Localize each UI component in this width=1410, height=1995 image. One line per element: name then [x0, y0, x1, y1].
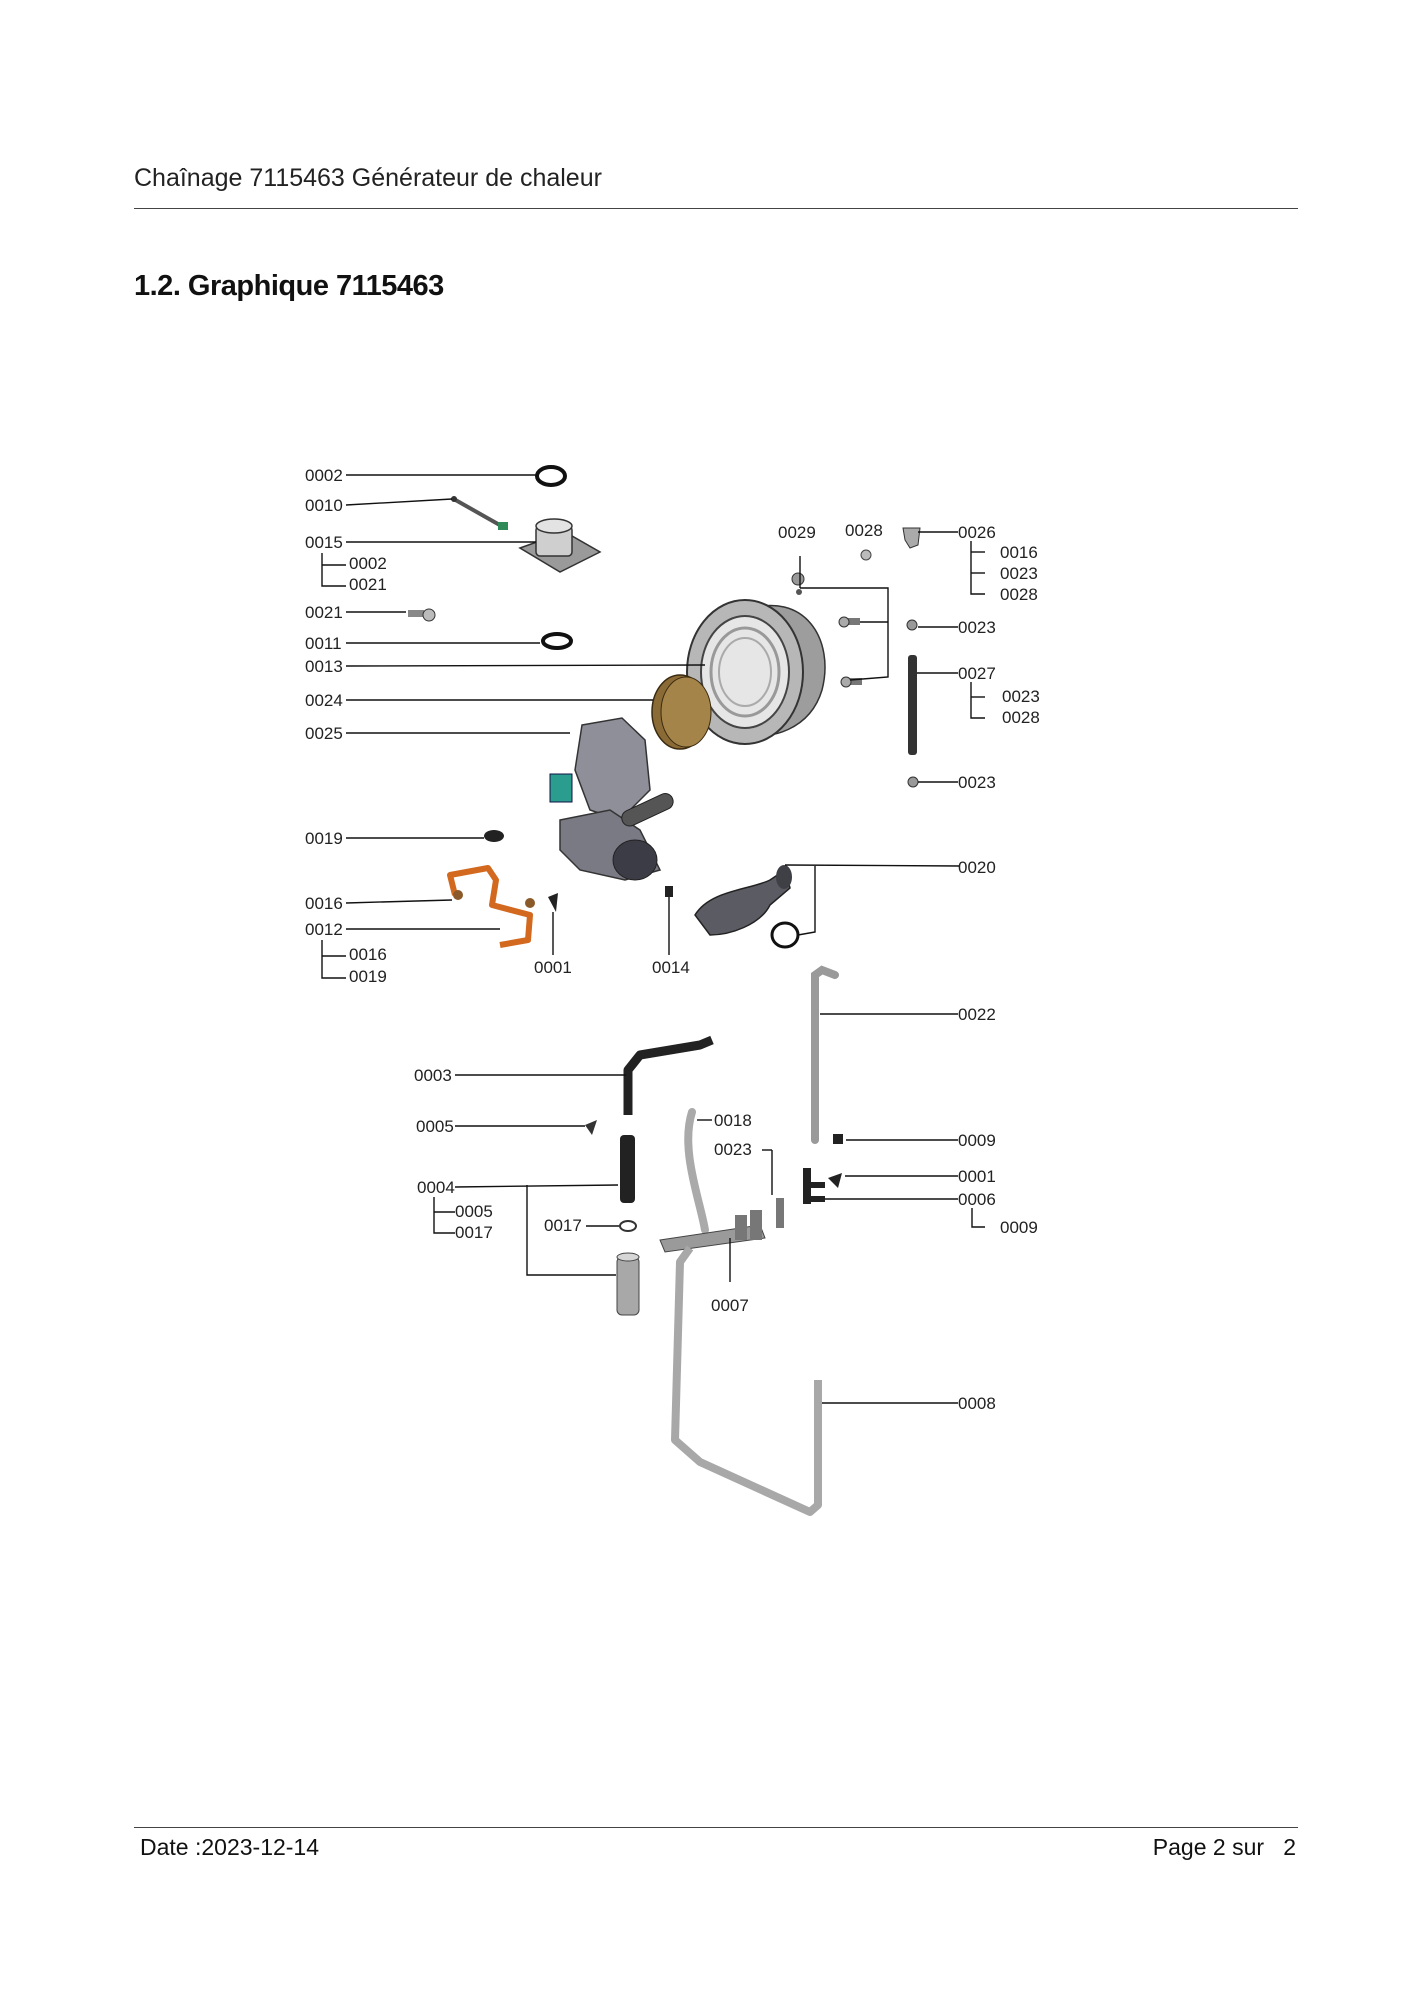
fan-assembly-0025: [549, 717, 674, 881]
part-sublabel: 0023: [1002, 687, 1040, 706]
part-label: 0011: [305, 634, 342, 653]
part-label: 0019: [305, 829, 343, 848]
electrode-0010: [451, 496, 508, 530]
part-label: 0020: [958, 858, 996, 877]
part-label: 0018: [714, 1111, 752, 1130]
gas-pipe-0012: [447, 865, 533, 948]
part-label: 0023: [958, 773, 996, 792]
part-labels: 0002 0010 0015 0002 0021 0021 0011 0013 …: [305, 466, 1040, 1413]
part-label: 0023: [714, 1140, 752, 1159]
part-label: 0002: [305, 466, 343, 485]
part-label: 0015: [305, 533, 343, 552]
clip-0001a: [548, 893, 558, 912]
part-label: 0007: [711, 1296, 749, 1315]
part-label: 0003: [414, 1066, 452, 1085]
part-label: 0009: [958, 1131, 996, 1150]
part-sublabel: 0016: [1000, 543, 1038, 562]
oring-0002: [535, 465, 567, 487]
part-label: 0010: [305, 496, 343, 515]
part-sublabel: 0005: [455, 1202, 493, 1221]
part-label: 0027: [958, 664, 996, 683]
part-label: 0016: [305, 894, 343, 913]
clip-0001b: [828, 1173, 842, 1188]
header-divider: [134, 208, 1298, 209]
footer-divider: [134, 1827, 1298, 1828]
part-label: 0017: [544, 1216, 582, 1235]
screws-group: [791, 527, 921, 788]
part-sublabel: 0028: [1000, 585, 1038, 604]
hose-0018: [684, 1108, 709, 1234]
part-label: 0025: [305, 724, 343, 743]
flue-collector-0020: [694, 865, 800, 949]
part-label: 0001: [958, 1167, 996, 1186]
part-label: 0014: [652, 958, 690, 977]
part-label: 0029: [778, 523, 816, 542]
part-label: 0023: [958, 618, 996, 637]
seal-0011: [541, 632, 573, 650]
part-sublabel: 0028: [1002, 708, 1040, 727]
part-label: 0022: [958, 1005, 996, 1024]
part-label: 0005: [416, 1117, 454, 1136]
part-label: 0012: [305, 920, 343, 939]
siphon-pipe-0003: [623, 1035, 714, 1115]
leader-lines: [321, 474, 985, 1404]
burner-flange-0015: [518, 518, 602, 573]
document-header-title: Chaînage 7115463 Générateur de chaleur: [134, 164, 602, 192]
siphon-0004: [620, 1135, 635, 1203]
clip-0005: [585, 1120, 597, 1135]
part-label: 0021: [305, 603, 343, 622]
part-label: 0008: [958, 1394, 996, 1413]
heat-exchanger-0013: [686, 599, 826, 745]
pipe-0022: [811, 965, 839, 1144]
part-sublabel: 0002: [349, 554, 387, 573]
footer-page-number: Page 2 sur 2: [1152, 1834, 1296, 1860]
part-sublabel: 0017: [455, 1223, 493, 1242]
part-label: 0001: [534, 958, 572, 977]
seal-0019: [484, 830, 504, 842]
part-label: 0028: [845, 521, 883, 540]
part-sublabel: 0009: [1000, 1218, 1038, 1237]
part-label: 0024: [305, 691, 343, 710]
part-label: 0006: [958, 1190, 996, 1209]
manifold-0007: [659, 1210, 766, 1253]
insulation-disc-0024: [651, 674, 712, 750]
part-label: 0013: [305, 657, 343, 676]
rod-0027: [908, 655, 917, 755]
section-title: 1.2. Graphique 7115463: [134, 270, 444, 302]
part-label: 0004: [417, 1178, 455, 1197]
plug-0014: [665, 886, 673, 897]
nut-0009: [833, 1134, 843, 1144]
fitting-0023c: [776, 1198, 784, 1228]
oring-0017: [619, 1220, 637, 1232]
siphon-cup: [616, 1252, 640, 1316]
part-sublabel: 0021: [349, 575, 387, 594]
pipe-0008: [671, 1245, 822, 1516]
part-sublabel: 0016: [349, 945, 387, 964]
footer-date: Date :2023-12-14: [140, 1834, 320, 1860]
part-label: 0026: [958, 523, 996, 542]
part-sublabel: 0023: [1000, 564, 1038, 583]
fitting-0021: [408, 608, 436, 622]
part-sublabel: 0019: [349, 967, 387, 986]
bracket-0006: [803, 1168, 825, 1204]
